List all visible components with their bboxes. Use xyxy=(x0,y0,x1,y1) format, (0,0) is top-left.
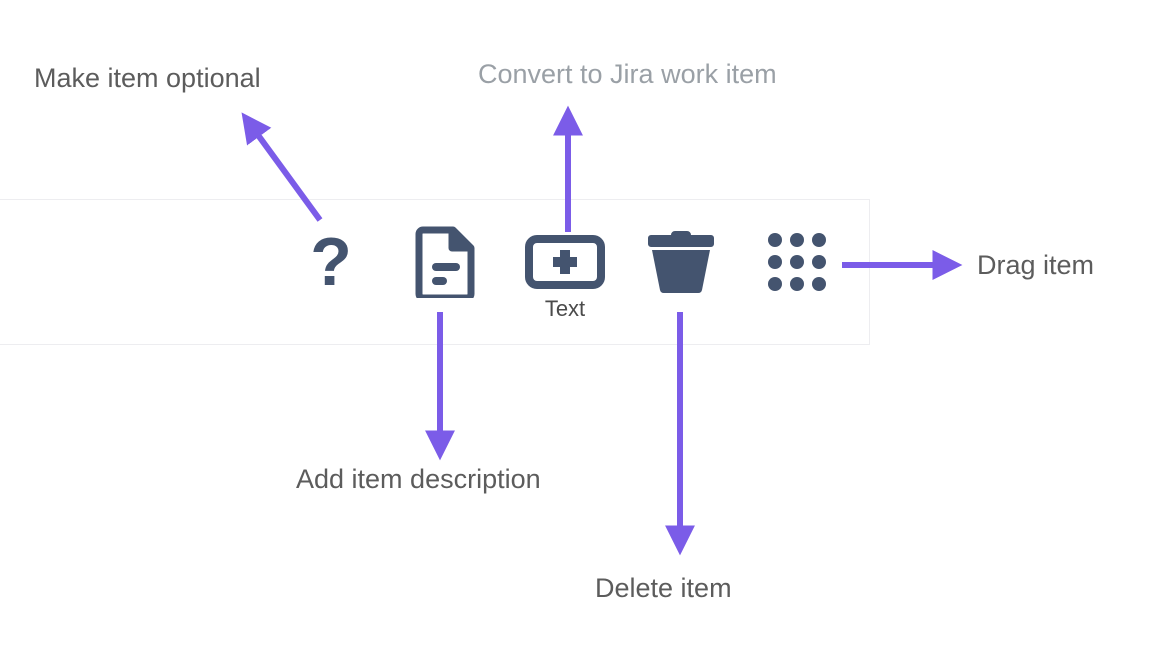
delete-item-button[interactable] xyxy=(633,226,729,322)
add-item-description-button[interactable] xyxy=(399,226,495,322)
annotation-label-convert-to-jira: Convert to Jira work item xyxy=(478,59,777,89)
checklist-item-toolbar: ? xyxy=(0,199,870,345)
drag-dots-grid-icon xyxy=(763,226,831,298)
make-item-optional-button[interactable]: ? xyxy=(283,226,379,322)
question-mark-icon: ? xyxy=(310,224,352,300)
toolbar-icon-row: ? xyxy=(0,200,869,344)
drag-item-handle[interactable] xyxy=(749,226,845,322)
convert-plus-icon xyxy=(524,226,606,298)
annotation-label-make-item-optional: Make item optional xyxy=(34,63,261,93)
document-lines-icon xyxy=(415,226,479,298)
trash-icon xyxy=(643,226,719,298)
convert-button-sublabel: Text xyxy=(544,296,586,321)
annotation-label-drag-item: Drag item xyxy=(977,250,1095,280)
annotation-label-add-item-description: Add item description xyxy=(296,464,541,494)
annotation-label-delete-item: Delete item xyxy=(595,573,732,603)
convert-to-jira-button[interactable]: Text xyxy=(517,226,613,322)
